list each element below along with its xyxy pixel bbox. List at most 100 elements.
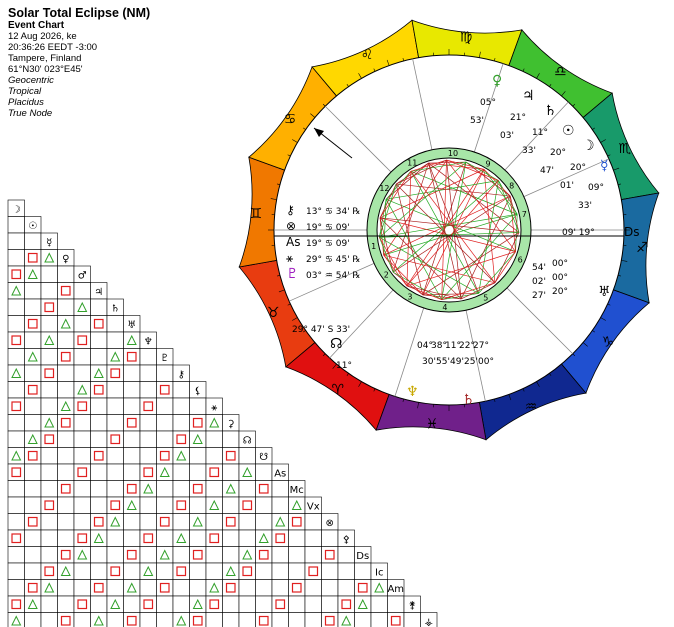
aspect-mark: [77, 533, 88, 544]
planet-glyph: ♀: [492, 73, 502, 89]
grid-cell: [57, 513, 75, 531]
aspect-mark: [242, 500, 253, 511]
grid-cell: [24, 265, 42, 283]
aspect-mark: [77, 549, 88, 560]
aspect-line: [379, 217, 462, 300]
grid-row-label: Mc: [290, 485, 304, 496]
grid-cell: [238, 447, 256, 465]
aspect-mark: [110, 351, 121, 362]
grid-cell: [90, 298, 108, 316]
grid-row-label: ⊗: [326, 518, 334, 529]
grid-cell: [222, 480, 240, 498]
aspect-line: [396, 183, 511, 197]
planet-position: 29° ♋ 45' ℞: [306, 255, 361, 265]
node-icon: ☊: [330, 336, 342, 352]
setting-placidus: Placidus: [8, 97, 44, 108]
degree-tick: [292, 317, 298, 321]
house-number: 1: [371, 242, 376, 251]
grid-cell: [7, 397, 25, 415]
grid-cell: [139, 579, 157, 597]
planet-degree: 11°: [532, 128, 548, 138]
grid-row-label: Am: [387, 584, 404, 595]
aspect-mark: [209, 499, 220, 510]
grid-cell: [7, 331, 25, 349]
grid-cell: [90, 496, 108, 514]
grid-cell: [271, 579, 289, 597]
grid-cell: [7, 546, 25, 564]
grid-cell: [304, 579, 322, 597]
degree-tick: [508, 59, 512, 66]
grid-cell: [7, 447, 25, 465]
mc-arrow-head: [314, 128, 324, 137]
grid-cell: [354, 595, 372, 613]
grid-cell: [255, 480, 273, 498]
zodiac-glyph: ♌: [361, 47, 374, 63]
grid-cell: [40, 546, 58, 564]
grid-cell: [139, 381, 157, 399]
planet-minute: 30': [422, 357, 436, 367]
aspect-line: [428, 161, 466, 164]
aspect-mark: [60, 565, 71, 576]
grid-cell: [271, 595, 289, 613]
grid-cell: [172, 579, 190, 597]
degree-tick: [479, 402, 481, 409]
aspect-line: [396, 159, 447, 185]
grid-cell: [73, 381, 91, 399]
grid-cell: [106, 562, 124, 580]
grid-cell: [40, 249, 58, 267]
aspect-mark: [291, 582, 302, 593]
grid-cell: [123, 463, 141, 481]
aspect-mark: [192, 615, 203, 626]
aspect-mark: [27, 516, 38, 527]
aspect-line: [483, 169, 511, 197]
grid-cell: [73, 579, 91, 597]
grid-cell: [123, 595, 141, 613]
aspect-line: [406, 251, 516, 287]
grid-cell: [123, 579, 141, 597]
chart-coords: 61°N30' 023°E45': [8, 64, 83, 75]
aspect-line: [379, 183, 397, 218]
grid-cell: [304, 562, 322, 580]
grid-cell: [156, 513, 174, 531]
grid-cell: [57, 331, 75, 349]
aspect-mark: [225, 483, 236, 494]
grid-cell: [172, 397, 190, 415]
grid-cell: [24, 546, 42, 564]
aspect-mark: [11, 285, 22, 296]
grid-cell: [7, 562, 25, 580]
grid-cell: [189, 595, 207, 613]
aspect-mark: [242, 549, 253, 560]
grid-cell: [24, 529, 42, 547]
grid-cell: [238, 546, 256, 564]
planet-degree: 22°: [459, 341, 475, 351]
aspect-mark: [27, 598, 38, 609]
aspect-mark: [209, 599, 220, 610]
grid-cell: [370, 579, 388, 597]
aspect-mark: [258, 615, 269, 626]
aspect-line: [428, 162, 520, 233]
aspect-line: [509, 196, 516, 252]
aspect-line: [494, 251, 516, 284]
grid-cell: [156, 562, 174, 580]
planet-minute: 33': [578, 201, 592, 211]
aspect-mark: [110, 598, 121, 609]
grid-cell: [57, 364, 75, 382]
aspect-mark: [44, 582, 55, 593]
aspect-mark: [44, 302, 55, 313]
grid-cell: [288, 595, 306, 613]
degree-tick: [358, 381, 362, 387]
aspect-line: [422, 232, 520, 296]
grid-cell: [255, 546, 273, 564]
grid-cell: [304, 612, 322, 627]
aspect-mark: [77, 467, 88, 478]
aspect-lines: [379, 159, 520, 300]
planet-minute: 02': [532, 277, 546, 287]
grid-cell: [106, 595, 124, 613]
chart-date: 12 Aug 2026, ke: [8, 31, 77, 42]
grid-cell: [238, 612, 256, 627]
degree-tick: [561, 91, 566, 97]
degree-tick: [621, 198, 628, 200]
planet-degree: 00°: [552, 259, 568, 269]
